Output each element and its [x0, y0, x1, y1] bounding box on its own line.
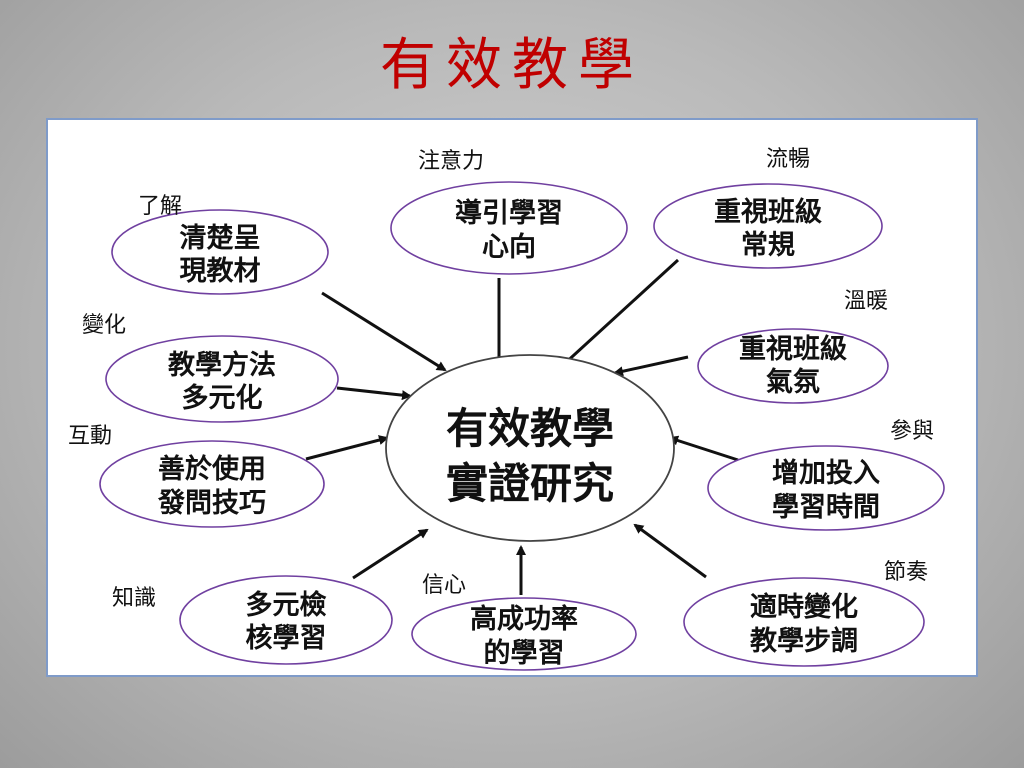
node-ellipse — [390, 181, 628, 275]
node-clarity: 了解 清楚呈 現教材 — [111, 194, 329, 295]
node-attention: 注意力 導引學習 心向 — [390, 149, 628, 275]
node-ellipse — [707, 445, 945, 531]
node-line2: 學習時間 — [772, 492, 880, 523]
arrow-questioning — [305, 435, 389, 461]
node-line2: 多元化 — [182, 383, 263, 414]
node-line1: 重視班級 — [714, 196, 822, 228]
node-line1: 增加投入 — [772, 457, 880, 489]
node-line2: 發問技巧 — [157, 488, 266, 519]
hub-node: 有效教學 實證研究 — [385, 354, 675, 542]
node-assessment: 知識 多元檢 核學習 — [112, 575, 393, 665]
node-pacing: 節奏 適時變化 教學步調 — [683, 560, 928, 667]
node-line2: 常規 — [741, 230, 795, 261]
node-tag: 節奏 — [884, 560, 928, 585]
node-tag: 變化 — [82, 313, 126, 338]
node-routine: 流暢 重視班級 常規 — [653, 147, 883, 269]
node-climate: 溫暖 重視班級 氣氛 — [697, 289, 889, 404]
node-line2: 心向 — [482, 231, 536, 263]
node-ellipse — [111, 209, 329, 295]
node-variety: 變化 教學方法 多元化 — [82, 313, 339, 423]
arrow-engagement — [668, 435, 739, 462]
hub-line1: 有效教學 — [446, 404, 614, 453]
slide-title: 有效教學 — [380, 33, 644, 98]
node-ellipse — [697, 328, 889, 404]
node-ellipse — [179, 575, 393, 665]
diagram-panel: 有效教學 實證研究 了解 清楚呈 現教材 注意力 導引學習 心向 流暢 重視班級… — [46, 118, 978, 677]
arrows — [305, 258, 739, 595]
node-ellipse — [653, 183, 883, 269]
node-line1: 適時變化 — [750, 591, 858, 623]
node-line1: 重視班級 — [739, 333, 847, 365]
node-line1: 教學方法 — [168, 349, 276, 381]
arrow-pacing — [633, 523, 707, 579]
node-line2: 現教材 — [180, 256, 261, 287]
node-tag: 互動 — [68, 424, 112, 449]
hub-ellipse — [385, 354, 675, 542]
node-ellipse — [99, 440, 325, 528]
arrow-clarity — [321, 291, 447, 372]
node-line1: 導引學習 — [455, 197, 563, 229]
node-tag: 流暢 — [766, 147, 810, 172]
node-line1: 高成功率 — [470, 603, 578, 635]
node-line2: 核學習 — [246, 622, 327, 654]
node-tag: 了解 — [138, 194, 182, 219]
node-ellipse — [105, 335, 339, 423]
node-line2: 氣氛 — [766, 367, 820, 398]
arrow-assessment — [352, 528, 429, 580]
node-ellipse — [683, 577, 925, 667]
node-tag: 知識 — [112, 586, 156, 611]
node-line1: 清楚呈 — [180, 223, 261, 254]
node-success: 信心 高成功率 的學習 — [411, 573, 637, 671]
node-tag: 注意力 — [418, 149, 484, 174]
mind-map-diagram: 有效教學 實證研究 了解 清楚呈 現教材 注意力 導引學習 心向 流暢 重視班級… — [68, 147, 945, 671]
arrow-variety — [336, 386, 412, 401]
arrow-routine — [560, 258, 680, 368]
hub-line2: 實證研究 — [446, 459, 614, 508]
node-tag: 參與 — [890, 419, 934, 444]
node-questioning: 互動 善於使用 發問技巧 — [68, 424, 325, 528]
node-ellipse — [411, 597, 637, 671]
arrow-climate — [613, 355, 689, 377]
node-engagement: 參與 增加投入 學習時間 — [707, 419, 945, 531]
node-line2: 的學習 — [484, 637, 565, 669]
node-line2: 教學步調 — [750, 625, 858, 657]
node-tag: 信心 — [422, 573, 466, 598]
node-tag: 溫暖 — [844, 289, 888, 314]
node-line1: 善於使用 — [158, 453, 266, 485]
node-line1: 多元檢 — [246, 589, 327, 621]
